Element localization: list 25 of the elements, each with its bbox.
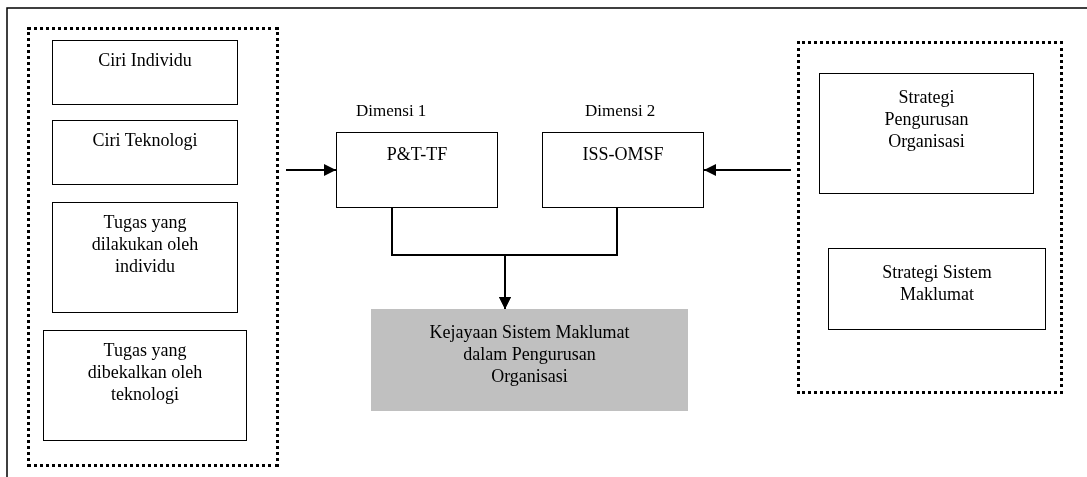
box-label: Ciri Individu bbox=[97, 49, 193, 71]
concept-box bbox=[52, 120, 238, 185]
dimension-heading: Dimensi 1 bbox=[356, 100, 427, 121]
dotted-group-box bbox=[27, 27, 279, 467]
box-label: Tugas yang dilakukan oleh individu bbox=[90, 211, 200, 277]
arrow bbox=[499, 207, 618, 310]
box-label: Strategi Sistem Maklumat bbox=[881, 261, 993, 305]
box-label: Strategi Pengurusan Organisasi bbox=[883, 86, 970, 152]
outcome-box bbox=[371, 309, 688, 411]
box-label: Tugas yang dibekalkan oleh teknologi bbox=[86, 339, 204, 405]
arrow bbox=[703, 164, 792, 176]
box-label: ISS-OMSF bbox=[581, 143, 665, 165]
box-label: Ciri Teknologi bbox=[91, 129, 199, 151]
concept-box bbox=[542, 132, 704, 208]
concept-box bbox=[819, 73, 1034, 194]
concept-box bbox=[52, 202, 238, 313]
concept-box bbox=[828, 248, 1046, 330]
concept-box bbox=[43, 330, 247, 441]
concept-box bbox=[52, 40, 238, 105]
box-label: Kejayaan Sistem Maklumat dalam Pengurusan Organisasi bbox=[428, 321, 631, 387]
concept-box bbox=[336, 132, 498, 208]
arrow bbox=[285, 164, 337, 176]
dotted-group-box bbox=[797, 41, 1063, 394]
box-label: P&T-TF bbox=[385, 143, 449, 165]
dimension-heading: Dimensi 2 bbox=[585, 100, 656, 121]
